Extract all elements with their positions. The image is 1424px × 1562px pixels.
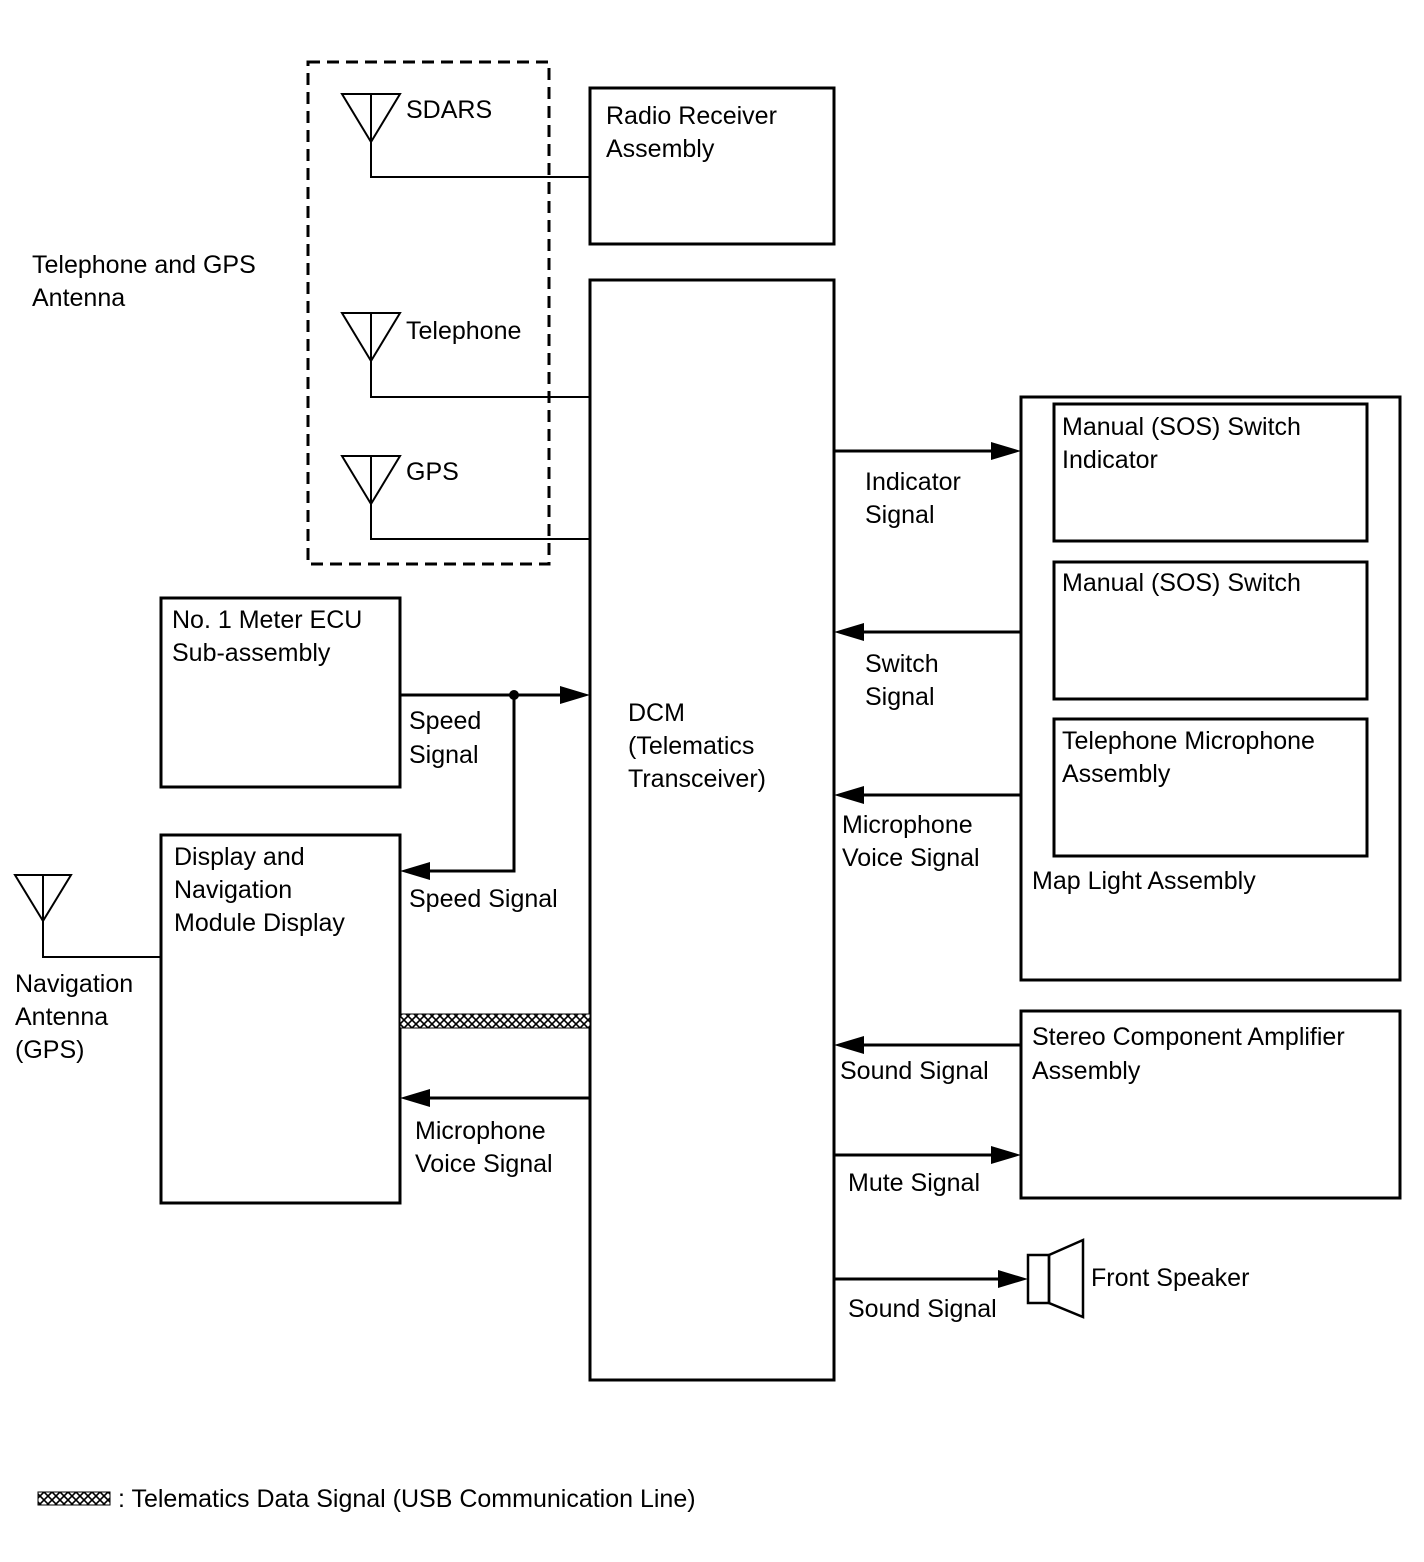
mute-signal-label: Mute Signal [848, 1169, 980, 1197]
sound-signal-speaker-arrow [998, 1270, 1028, 1288]
telematics-usb-data-line [399, 1013, 591, 1029]
sos-switch-box [1052, 560, 1369, 701]
legend: : Telematics Data Signal (USB Communicat… [37, 1485, 696, 1513]
mic-voice-signal-left: Microphone Voice Signal [400, 1089, 590, 1178]
display-navigation-label: Display and Navigation Module Display [174, 843, 345, 937]
front-speaker: Sound Signal Front Speaker [834, 1238, 1249, 1323]
sos-indicator-label: Manual (SOS) Switch Indicator [1062, 413, 1308, 474]
navigation-antenna: Navigation Antenna (GPS) [13, 874, 161, 1064]
gps-antenna-icon [340, 455, 590, 540]
sdars-antenna: SDARS [340, 93, 590, 178]
sdars-label: SDARS [406, 96, 492, 124]
gps-antenna-label: GPS [406, 458, 459, 486]
display-navigation-module: Display and Navigation Module Display [159, 833, 402, 1205]
switch-signal: Switch Signal [834, 623, 1021, 711]
speaker-icon [1026, 1238, 1085, 1319]
stereo-amplifier-label: Stereo Component Amplifier Assembly [1032, 1023, 1352, 1085]
antenna-group-label: Telephone and GPS Antenna [32, 251, 263, 312]
speed-signal-arrow-to-dcm [560, 686, 590, 704]
meter-ecu-label: No. 1 Meter ECU Sub-assembly [172, 606, 369, 667]
sos-indicator-box [1052, 402, 1369, 543]
telephone-antenna-label: Telephone [406, 317, 521, 345]
radio-receiver-box [588, 86, 836, 246]
indicator-signal-label: Indicator Signal [865, 468, 968, 529]
switch-signal-arrow [834, 623, 864, 641]
microphone-assembly-label: Telephone Microphone Assembly [1062, 727, 1322, 788]
mic-voice-label-left: Microphone Voice Signal [415, 1117, 553, 1178]
speed-signal-line-to-display [430, 695, 516, 873]
radio-receiver-label: Radio Receiver Assembly [606, 102, 784, 163]
map-light-label: Map Light Assembly [1032, 867, 1256, 895]
legend-text: : Telematics Data Signal (USB Communicat… [118, 1485, 696, 1513]
sdars-antenna-icon [340, 93, 590, 178]
stereo-amplifier-box [1019, 1009, 1402, 1200]
radio-receiver-assembly: Radio Receiver Assembly [588, 86, 836, 246]
speed-signal-lines: Speed Signal Speed Signal [400, 686, 590, 913]
mic-voice-arrow-left [400, 1089, 430, 1107]
gps-antenna: GPS [340, 455, 590, 540]
dcm-telematics-transceiver: DCM (Telematics Transceiver) [588, 278, 836, 1382]
front-speaker-label: Front Speaker [1091, 1264, 1249, 1292]
sound-signal-amp-arrow [834, 1036, 864, 1054]
map-light-box [1019, 395, 1402, 982]
sos-switch-label: Manual (SOS) Switch [1062, 569, 1301, 597]
dcm-box [588, 278, 836, 1382]
mute-signal: Mute Signal [834, 1146, 1021, 1197]
antenna-group-dashed-outline [306, 60, 551, 566]
navigation-antenna-label: Navigation Antenna (GPS) [15, 970, 140, 1064]
telephone-gps-antenna-group: Telephone and GPS Antenna SDARS Telephon… [32, 60, 590, 566]
speed-signal-label: Speed Signal [409, 707, 488, 769]
telephone-antenna-icon [340, 312, 590, 398]
sound-signal-speaker-label: Sound Signal [848, 1295, 997, 1323]
indicator-signal-arrow [991, 442, 1021, 460]
dcm-label: DCM (Telematics Transceiver) [628, 699, 766, 793]
speed-signal-display-label: Speed Signal [409, 885, 558, 913]
mic-voice-signal-right: Microphone Voice Signal [834, 786, 1021, 872]
stereo-amplifier-assembly: Stereo Component Amplifier Assembly [1019, 1009, 1402, 1200]
meter-ecu-box [159, 596, 402, 789]
sound-signal-amp-label: Sound Signal [840, 1057, 989, 1085]
mic-voice-label-right: Microphone Voice Signal [842, 811, 980, 872]
microphone-assembly-box [1052, 717, 1369, 858]
legend-usb-swatch [37, 1491, 111, 1506]
navigation-antenna-icon [13, 874, 161, 958]
telephone-antenna: Telephone [340, 312, 590, 398]
sound-signal-from-amp: Sound Signal [834, 1036, 1021, 1085]
mic-voice-arrow-right [834, 786, 864, 804]
map-light-assembly: Manual (SOS) Switch Indicator Manual (SO… [1019, 395, 1402, 982]
switch-signal-label: Switch Signal [865, 650, 946, 711]
speed-signal-arrow-to-display [400, 862, 430, 880]
indicator-signal: Indicator Signal [834, 442, 1021, 529]
meter-ecu-sub-assembly: No. 1 Meter ECU Sub-assembly [159, 596, 402, 789]
mute-signal-arrow [991, 1146, 1021, 1164]
